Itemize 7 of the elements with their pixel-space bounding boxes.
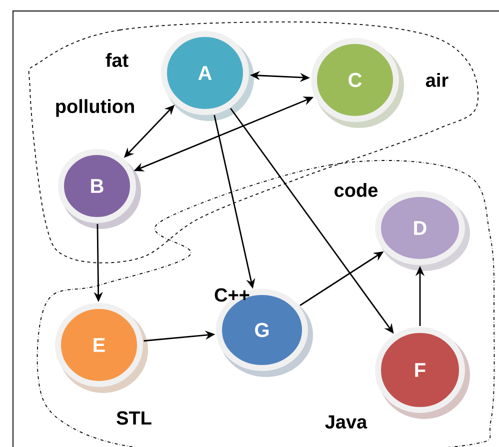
node-tag: C++ [214, 288, 250, 302]
node-tag: code [334, 183, 378, 197]
node-tag: air [426, 73, 448, 87]
node-tag: fat [106, 53, 128, 67]
node-tag: pollution [56, 99, 134, 117]
node-tag: Java [325, 415, 368, 429]
node-tag: STL [116, 411, 152, 425]
